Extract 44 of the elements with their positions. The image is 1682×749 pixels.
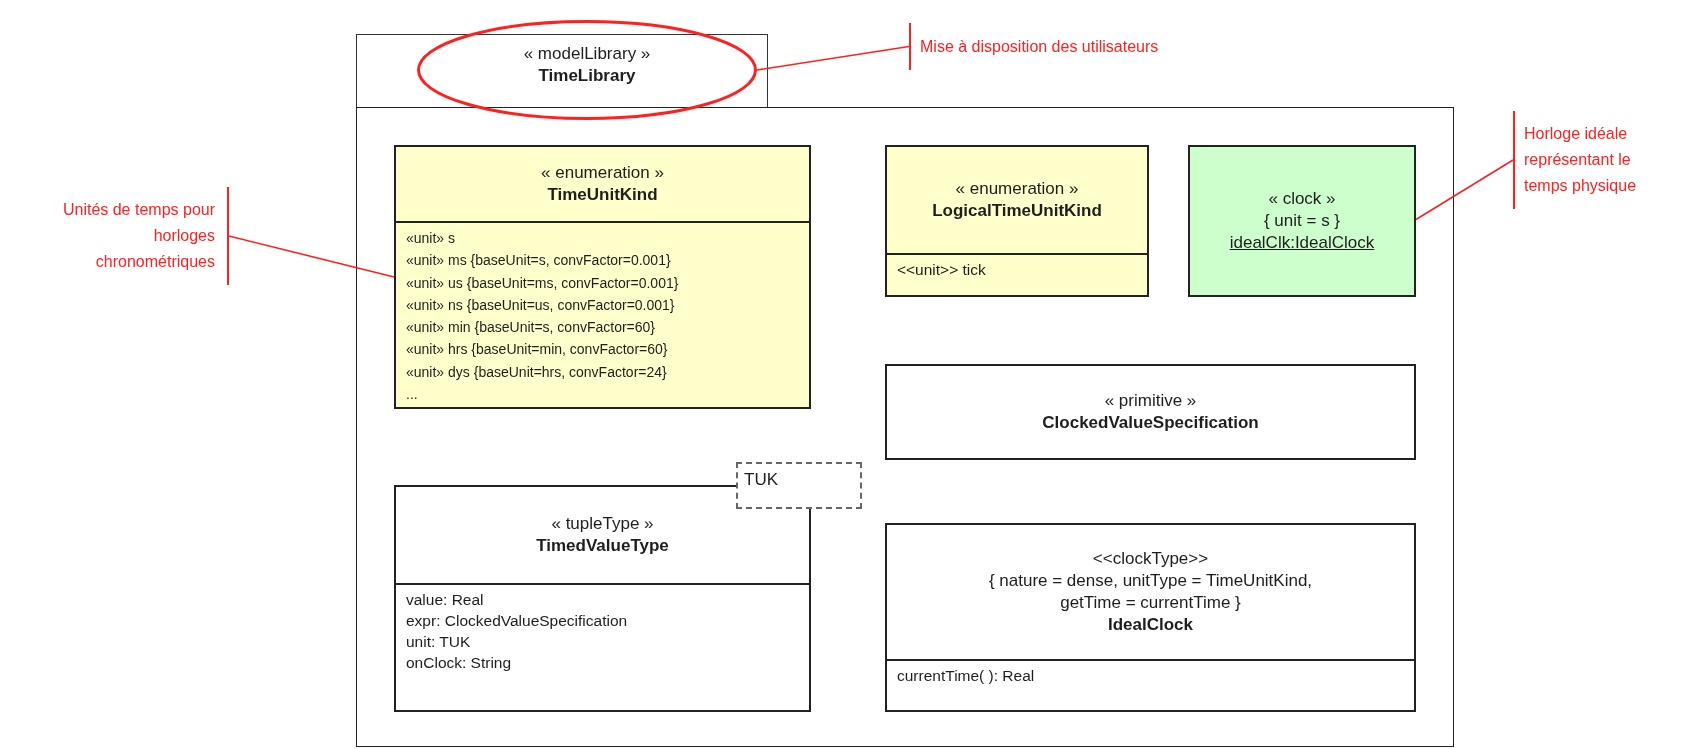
stereotype: « modelLibrary » — [523, 43, 651, 65]
instance-name: idealClk:IdealClock — [1229, 232, 1375, 254]
stereotype: « tupleType » — [551, 513, 654, 535]
enum-literal: <<unit>> tick — [897, 260, 987, 280]
class-name: LogicalTimeUnitKind — [932, 200, 1102, 222]
class-name: ClockedValueSpecification — [1042, 412, 1259, 434]
constraint-text: { unit = s } — [1263, 210, 1341, 232]
stereotype: <<clockType>> — [1092, 548, 1209, 570]
stereotype: « primitive » — [1104, 390, 1197, 412]
attribute-text: unit: TUK — [406, 632, 472, 652]
enum-literal: «unit» hrs {baseUnit=min, convFactor=60} — [406, 340, 669, 360]
leader-line — [756, 45, 910, 71]
class-box — [394, 145, 811, 409]
parameter-name: TUK — [744, 470, 779, 490]
enum-literal: «unit» dys {baseUnit=hrs, convFactor=24} — [406, 362, 668, 382]
enum-literal: «unit» min {baseUnit=s, convFactor=60} — [406, 318, 657, 338]
attribute-text: value: Real — [406, 590, 485, 610]
stereotype: « clock » — [1268, 188, 1336, 210]
enum-literal: ... — [406, 385, 419, 405]
class-box — [1188, 145, 1416, 297]
stereotype: « enumeration » — [955, 178, 1079, 200]
leader-line — [228, 235, 395, 278]
package-name: TimeLibrary — [538, 65, 636, 87]
class-box — [885, 523, 1416, 712]
attribute-text: onClock: String — [406, 653, 513, 673]
enum-literal: «unit» us {baseUnit=ms, convFactor=0.001} — [406, 273, 680, 293]
stereotype: « enumeration » — [541, 162, 664, 184]
class-box — [885, 364, 1416, 460]
enum-literal: «unit» ns {baseUnit=us, convFactor=0.001} — [406, 295, 676, 315]
annotation-text: Unités de temps pour horloges chronométriques — [61, 200, 215, 272]
annotation-text: Horloge idéale représentant le temps physique — [1524, 124, 1638, 196]
class-name: TimeUnitKind — [547, 184, 658, 206]
class-name: IdealClock — [1107, 614, 1193, 636]
template-parameter-box — [736, 462, 862, 509]
leader-line — [1415, 159, 1514, 221]
annotation-text: Mise à disposition des utilisateurs — [920, 36, 1159, 57]
class-box — [394, 485, 811, 712]
constraint-text: { nature = dense, unitType = TimeUnitKind, getTime = currentTime } — [987, 570, 1314, 614]
class-name: TimedValueType — [536, 535, 669, 557]
operation-text: currentTime( ): Real — [897, 666, 1036, 686]
enum-literal: «unit» ms {baseUnit=s, convFactor=0.001} — [406, 251, 672, 271]
enum-literal: «unit» s — [406, 229, 457, 248]
class-box — [885, 145, 1149, 297]
attribute-text: expr: ClockedValueSpecification — [406, 611, 629, 631]
